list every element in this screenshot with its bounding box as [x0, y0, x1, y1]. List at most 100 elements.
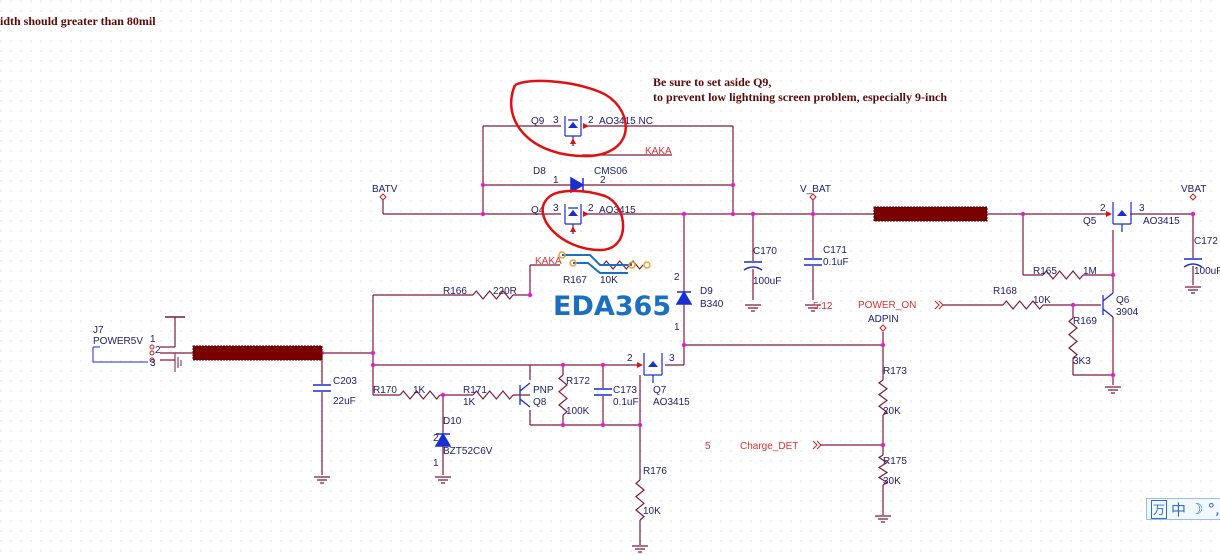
- cap-bg: [743, 261, 763, 269]
- ground-symbol: [632, 545, 648, 553]
- q5-ref: Q5: [1083, 216, 1097, 227]
- resistor-r176: [635, 479, 645, 521]
- d9-pin1: 1: [674, 322, 680, 333]
- junction-dot: [440, 392, 446, 398]
- junction-dot: [681, 211, 687, 217]
- c171-value: 0.1uF: [823, 257, 849, 268]
- d9-ref: D9: [700, 286, 713, 297]
- junction-dot: [810, 211, 816, 217]
- ime-logo-icon[interactable]: 万: [1151, 499, 1168, 519]
- r173-value: 20K: [883, 406, 901, 417]
- q5-value: AO3415: [1143, 216, 1180, 227]
- net-port-pin: [1189, 193, 1197, 201]
- net-power-on: POWER_ON: [858, 300, 916, 311]
- net-batv: BATV: [372, 184, 398, 195]
- r169-ref: R169: [1073, 316, 1097, 327]
- cap-bg: [312, 384, 332, 392]
- net-vbat: VBAT: [1181, 184, 1206, 195]
- resistor-r172: [558, 374, 568, 416]
- junction-dot: [1110, 272, 1116, 278]
- q9-pin3: 3: [553, 115, 559, 126]
- mosfet-q7: [643, 353, 663, 383]
- connector-j7-body: [92, 346, 148, 363]
- c203-ref: C203: [333, 376, 357, 387]
- d8-ref: D8: [533, 166, 546, 177]
- r167-ref: R167: [563, 275, 587, 286]
- r175-ref: R175: [883, 456, 907, 467]
- eda365-watermark: EDA365: [553, 251, 671, 322]
- resistor-r169: [1068, 317, 1078, 359]
- net-kaka-bottom: KAKA: [535, 256, 562, 267]
- q6-ref: Q6: [1116, 295, 1130, 306]
- resistor-r166: [472, 290, 514, 300]
- chassis-ground-symbol: [174, 353, 182, 372]
- j7-value: POWER5V: [93, 336, 143, 347]
- moon-icon[interactable]: ☽: [1190, 500, 1204, 518]
- capacitor-c172: [1183, 263, 1203, 268]
- resistor-r168: [1002, 300, 1044, 310]
- j7-pin2: 2: [155, 345, 161, 356]
- red-markup-circle-q4: [541, 189, 625, 252]
- q4-value: AO3415: [599, 205, 636, 216]
- junction-dot: [370, 362, 376, 368]
- mosfet-q4-body-diode: [568, 210, 578, 216]
- junction-dot: [1110, 372, 1116, 378]
- net-charge-det: Charge_DET: [740, 441, 798, 452]
- ime-mode-toggle[interactable]: 中: [1171, 500, 1187, 519]
- ime-toolbar[interactable]: 万 中 ☽ °,: [1146, 498, 1220, 520]
- r168-ref: R168: [993, 286, 1017, 297]
- ground-symbol: [314, 476, 330, 484]
- junction-dot: [681, 342, 687, 348]
- ground-symbol: [435, 476, 451, 484]
- net-port-pin: [379, 193, 387, 201]
- junction-dot: [730, 182, 736, 188]
- c170-value: 100uF: [753, 276, 781, 287]
- mosfet-q7-pin-arrow: [637, 362, 643, 368]
- mosfet-q7-body-diode: [648, 361, 658, 367]
- ground-symbol: [805, 304, 821, 312]
- diode-d9: [675, 290, 693, 305]
- r169-value: 3K3: [1073, 356, 1091, 367]
- q6-value: 3904: [1116, 307, 1139, 318]
- d10-pin2: 2: [433, 433, 439, 444]
- j7-ref: J7: [93, 325, 104, 336]
- connector-j7-pin: [149, 344, 155, 350]
- c173-value: 0.1uF: [613, 397, 639, 408]
- junction-dot: [527, 292, 533, 298]
- resistor-r171: [472, 390, 514, 400]
- r165-ref: R165: [1033, 266, 1057, 277]
- r165-value: 1M: [1083, 266, 1097, 277]
- q7-value: AO3415: [653, 397, 690, 408]
- resistor-r170: [399, 390, 441, 400]
- cap-bg: [803, 258, 823, 266]
- q7-pin3: 3: [669, 353, 675, 364]
- mosfet-q9-pin-arrow: [570, 123, 589, 144]
- r166-ref: R166: [443, 286, 467, 297]
- junction-dot: [560, 422, 566, 428]
- c203-value: 22uF: [333, 396, 356, 407]
- c172-value: 100uF: [1194, 266, 1220, 277]
- d8-value: CMS06: [594, 166, 628, 177]
- r167-value: 10K: [600, 275, 618, 286]
- junction-dot: [880, 442, 886, 448]
- r171-ref: R171: [463, 385, 487, 396]
- junction-dot: [1190, 211, 1196, 217]
- r166-value: 220R: [493, 286, 517, 297]
- junction-dot: [370, 350, 376, 356]
- ground-symbol: [745, 304, 761, 312]
- net-kaka-top: KAKA: [645, 146, 672, 157]
- resistor-r175: [877, 454, 889, 486]
- r172-value: 100K: [566, 406, 590, 417]
- punctuation-icon[interactable]: °,: [1207, 500, 1220, 518]
- r170-value: 1K: [413, 385, 426, 396]
- c172-ref: C172: [1194, 236, 1218, 247]
- mosfet-q9-body-diode: [568, 122, 578, 128]
- mosfet-q4-pin-arrow: [570, 211, 589, 232]
- net-5v12: 5.12: [813, 301, 833, 312]
- components: [92, 116, 1203, 553]
- r172-ref: R172: [566, 376, 590, 387]
- c173-ref: C173: [613, 385, 637, 396]
- q8-value: PNP: [533, 385, 554, 396]
